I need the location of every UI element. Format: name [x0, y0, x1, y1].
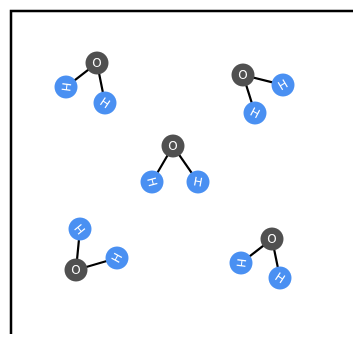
oxygen-atom-3-circle — [161, 134, 185, 158]
water-molecule-3: H H O — [140, 134, 210, 194]
oxygen-atom-3: O — [161, 134, 185, 158]
hydrogen-atom-1-1: H — [54, 75, 78, 99]
oxygen-atom-3-label: O — [168, 139, 177, 153]
oxygen-atom-2-label: O — [238, 68, 247, 82]
water-molecule-4: HH O — [64, 217, 129, 282]
oxygen-atom-2-circle — [231, 63, 255, 87]
hydrogen-atom-5-1-label: H — [233, 258, 248, 269]
oxygen-atom-5-label: O — [267, 232, 276, 246]
hydrogen-atom-3-2: H — [186, 170, 210, 194]
hydrogen-atom-1-1-circle — [54, 75, 78, 99]
hydrogen-atom-2-1: H — [271, 73, 295, 97]
hydrogen-atom-1-1-label: H — [58, 82, 73, 93]
hydrogen-atom-5-2: H — [268, 266, 292, 290]
hydrogen-atom-3-2-circle — [186, 170, 210, 194]
hydrogen-atom-5-1: H — [229, 251, 253, 275]
water-molecule-2: HH O — [231, 63, 295, 125]
hydrogen-atom-3-1: H — [140, 170, 164, 194]
hydrogen-atom-1-2-circle — [93, 91, 117, 115]
water-molecule-5: H H O — [229, 227, 292, 290]
frame-border — [9, 9, 353, 339]
oxygen-atom-4-label: O — [71, 263, 80, 277]
oxygen-atom-1: O — [85, 51, 109, 75]
hydrogen-atom-4-2-circle — [105, 246, 129, 270]
oxygen-atom-4: O — [64, 258, 88, 282]
hydrogen-atom-4-2: H — [105, 246, 129, 270]
oxygen-atom-5-circle — [260, 227, 284, 251]
hydrogen-atom-5-2-circle — [268, 266, 292, 290]
oxygen-atom-5: O — [260, 227, 284, 251]
hydrogen-atom-3-1-circle — [140, 170, 164, 194]
hydrogen-atom-1-2: H — [93, 91, 117, 115]
hydrogen-atom-3-1-label: H — [144, 176, 160, 188]
hydrogen-atom-2-1-circle — [271, 73, 295, 97]
hydrogen-atom-5-1-circle — [229, 251, 253, 275]
water-molecule-1: H H O — [54, 51, 117, 115]
oxygen-atom-2: O — [231, 63, 255, 87]
hydrogen-atom-3-2-label: H — [192, 174, 203, 189]
oxygen-atom-1-label: O — [92, 56, 101, 70]
hydrogen-atom-2-2: H — [243, 101, 267, 125]
oxygen-atom-4-circle — [64, 258, 88, 282]
hydrogen-atom-2-2-circle — [243, 101, 267, 125]
hydrogen-atom-4-1-circle — [68, 217, 92, 241]
hydrogen-atom-4-1: H — [68, 217, 92, 241]
oxygen-atom-1-circle — [85, 51, 109, 75]
